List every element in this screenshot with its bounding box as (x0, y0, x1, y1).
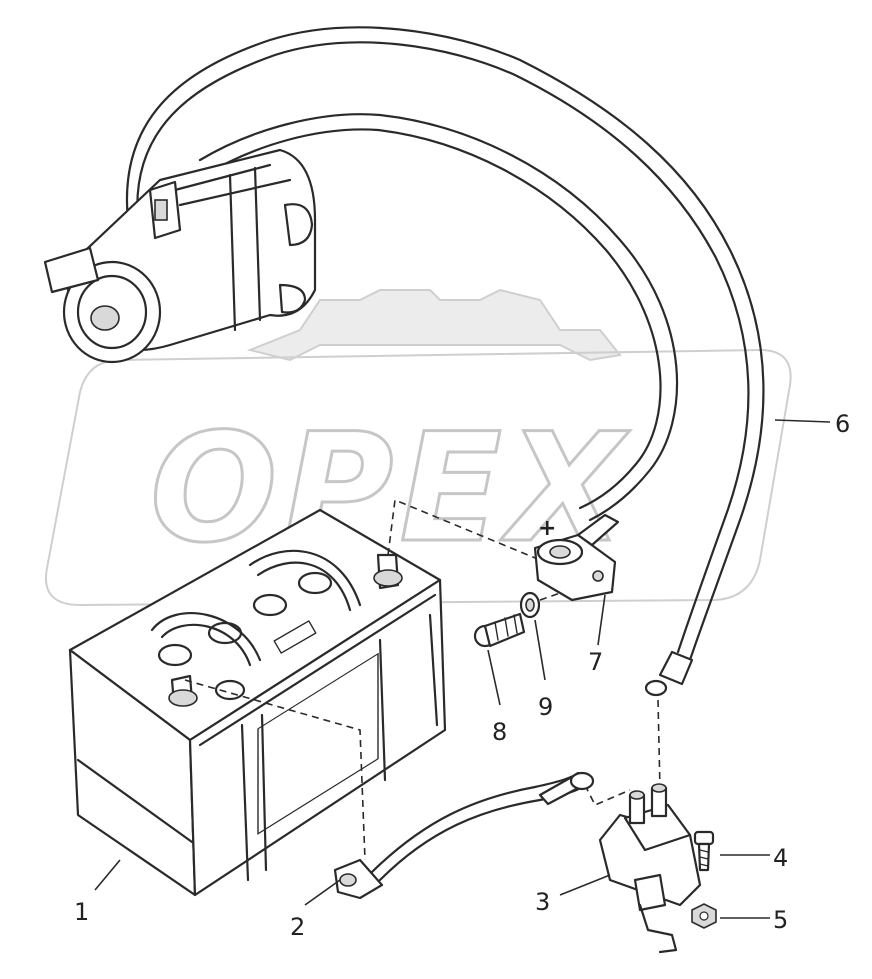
watermark-gear (246, 288, 622, 362)
positive-cable (125, 26, 765, 697)
callout-5: 5 (773, 906, 788, 934)
battery (68, 508, 447, 897)
callout-7: 7 (588, 648, 603, 676)
callout-6: 6 (835, 410, 850, 438)
callouts: 1 2 3 4 5 6 7 8 9 (74, 410, 850, 941)
starter-motor (43, 148, 317, 364)
nut (691, 903, 717, 929)
screw (693, 830, 715, 872)
washer (519, 591, 541, 619)
watermark-frame (45, 348, 792, 607)
callout-2: 2 (290, 913, 305, 941)
callout-4: 4 (773, 844, 788, 872)
leader-lines (94, 419, 831, 919)
callout-1: 1 (74, 898, 89, 926)
polarity-mark: + (538, 516, 556, 541)
callout-8: 8 (492, 718, 507, 746)
callout-9: 9 (538, 693, 553, 721)
solenoid (598, 783, 702, 954)
bolt (473, 612, 526, 648)
callout-3: 3 (535, 888, 550, 916)
negative-cable (333, 771, 595, 900)
positive-clamp: + (533, 513, 620, 602)
